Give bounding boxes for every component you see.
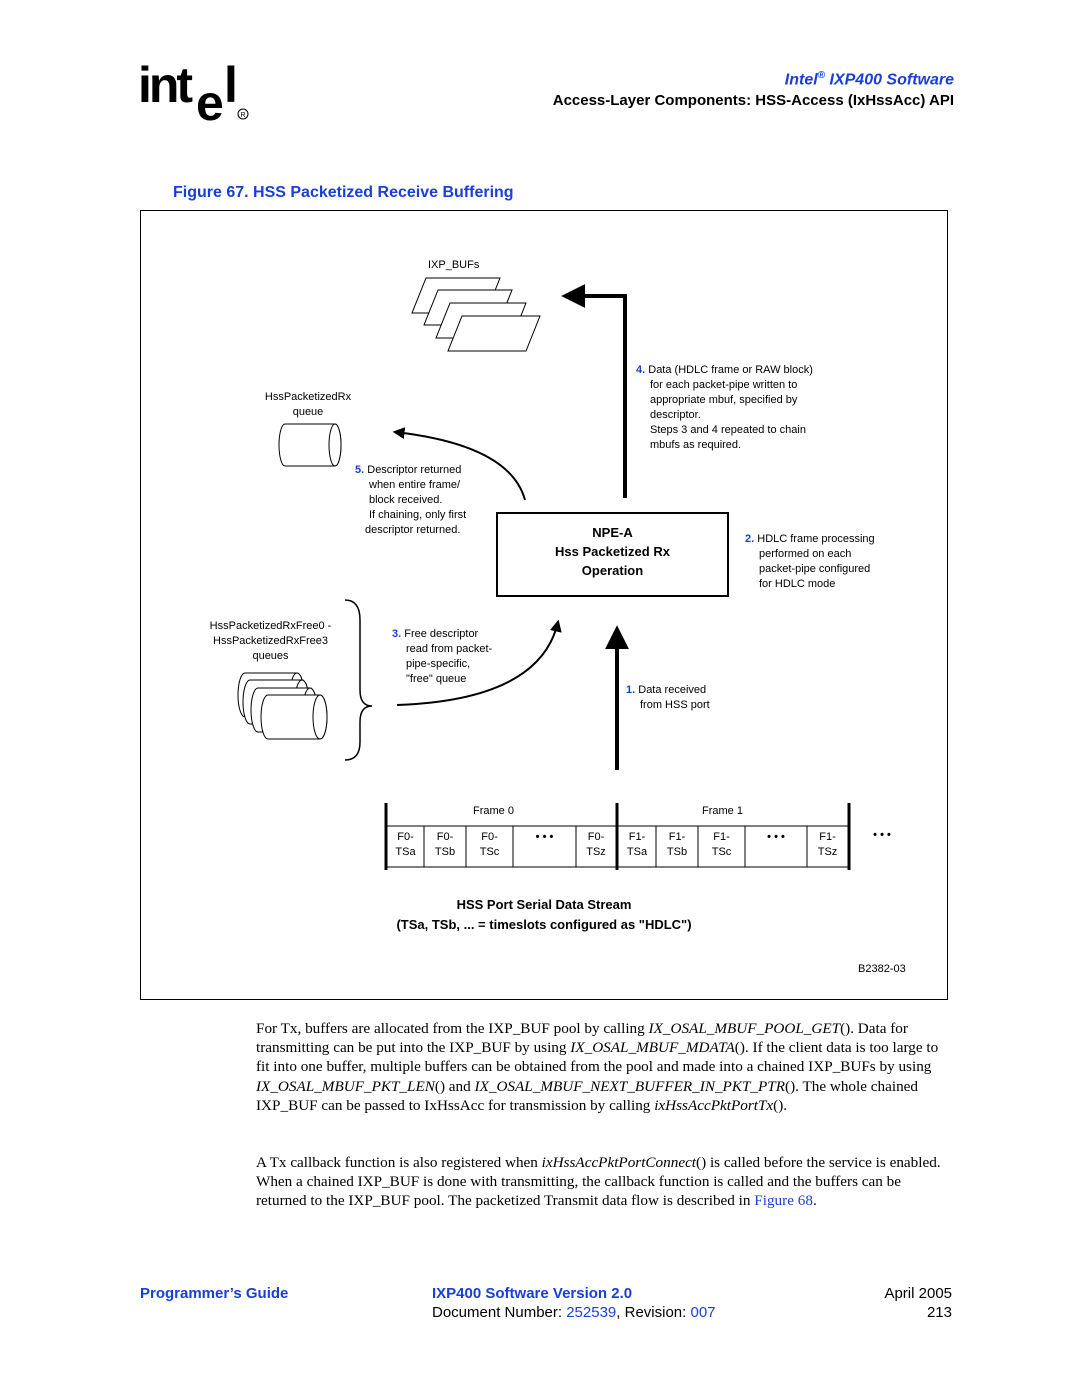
free-queue-cylinders <box>237 672 328 740</box>
ixp-bufs-label: IXP_BUFs <box>428 259 480 271</box>
footer-version: IXP400 Software Version 2.0 <box>432 1285 633 1302</box>
header-product: Intel® IXP400 Software <box>784 70 954 89</box>
rx-queue-label: HssPacketizedRx queue <box>264 391 352 418</box>
body-paragraph-1: For Tx, buffers are allocated from the I… <box>256 1020 939 1114</box>
frame1-label: Frame 1 <box>702 805 743 817</box>
figure-68-link[interactable]: Figure 68 <box>754 1192 813 1210</box>
step4-note: 4. Data (HDLC frame or RAW block) for ea… <box>636 364 813 451</box>
intel-logo: int e l R <box>138 62 249 131</box>
step5-note: 5. Descriptor returned when entire frame… <box>355 464 467 536</box>
caption-timeslots: (TSa, TSb, ... = timeslots configured as… <box>396 917 692 932</box>
timeslot-cell: F0-TSa <box>395 831 416 858</box>
footer-docnum: Document Number: 252539, Revision: 007 <box>432 1304 716 1321</box>
arrow-step5 <box>392 427 526 501</box>
serial-stream <box>384 803 851 870</box>
free-queues-label: HssPacketizedRxFree0 - HssPacketizedRxFr… <box>209 620 332 662</box>
svg-text:R: R <box>241 112 246 119</box>
npe-operation-box: NPE-A Hss Packetized Rx Operation <box>496 512 729 597</box>
figure-frame <box>140 210 948 1000</box>
footer-date: April 2005 <box>884 1285 952 1302</box>
footer-guide: Programmer’s Guide <box>140 1285 289 1302</box>
arrow-step3 <box>396 619 562 706</box>
body-paragraph-2: A Tx callback function is also registere… <box>256 1154 941 1210</box>
page-number: 213 <box>926 1304 952 1321</box>
frame0-label: Frame 0 <box>473 805 514 817</box>
trailing-ellipsis: • • • <box>873 829 891 841</box>
caption-stream: HSS Port Serial Data Stream <box>456 897 632 912</box>
step1-note: 1. Data received from HSS port <box>626 684 710 711</box>
queue-brace <box>344 599 373 761</box>
timeslot-cell: F0-TSb <box>434 831 456 858</box>
ixp-buf-stack <box>411 277 541 352</box>
timeslot-ellipsis: • • • <box>767 831 785 843</box>
svg-text:l: l <box>224 62 238 113</box>
arrow-step4 <box>561 284 627 498</box>
timeslot-cell: F1-TSz <box>817 831 838 858</box>
timeslot-ellipsis: • • • <box>535 831 554 843</box>
svg-text:e: e <box>196 75 224 131</box>
timeslot-cell: F1-TSa <box>626 831 648 858</box>
figure-title: Figure 67. HSS Packetized Receive Buffer… <box>173 184 514 201</box>
step3-note: 3. Free descriptor read from packet- pip… <box>392 628 493 685</box>
rx-queue-cylinder <box>278 423 342 467</box>
figure-id: B2382-03 <box>858 963 906 975</box>
timeslot-cell: F0-TSc <box>479 831 500 858</box>
header-section: Access-Layer Components: HSS-Access (IxH… <box>552 92 954 109</box>
timeslot-cell: F1-TSc <box>711 831 732 858</box>
timeslot-cell: F1-TSb <box>666 831 688 858</box>
step2-note: 2. HDLC frame processing performed on ea… <box>745 533 875 590</box>
svg-text:int: int <box>138 62 193 113</box>
timeslot-cell: F0-TSz <box>586 831 606 858</box>
